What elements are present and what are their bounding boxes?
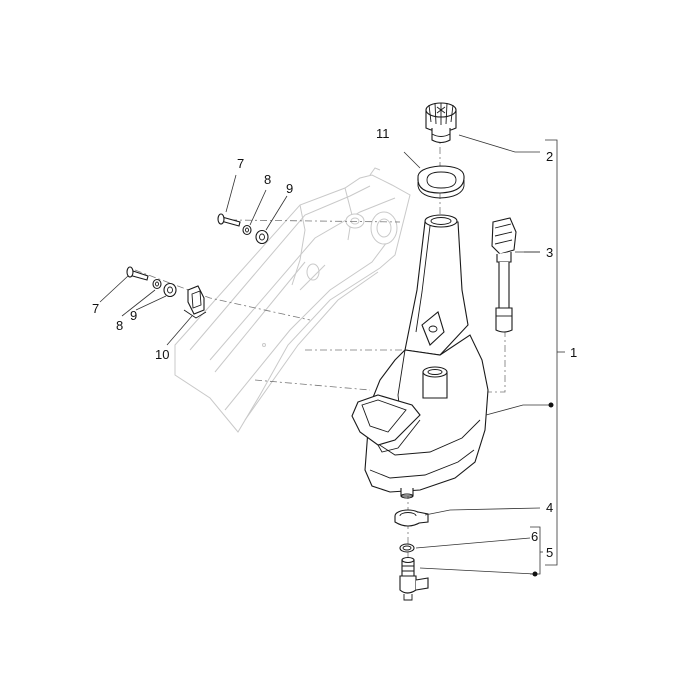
label-8-lower: 8 <box>116 318 123 333</box>
spacer-lower <box>163 282 177 298</box>
washer-upper <box>242 224 252 236</box>
label-5: 5 <box>546 545 553 560</box>
washer-lower <box>152 278 162 290</box>
label-10: 10 <box>155 347 169 362</box>
label-7-lower: 7 <box>92 301 99 316</box>
label-9-lower: 9 <box>130 308 137 323</box>
label-9-upper: 9 <box>286 181 293 196</box>
drain-tap <box>399 556 429 601</box>
label-1: 1 <box>570 345 577 360</box>
o-ring <box>399 543 415 553</box>
bullet-tank <box>548 402 554 408</box>
bolt-lower <box>126 266 149 281</box>
label-11: 11 <box>376 126 390 141</box>
label-8-upper: 8 <box>264 172 271 187</box>
clip-nut <box>183 285 207 319</box>
bullet-tap <box>532 571 538 577</box>
label-3: 3 <box>546 245 553 260</box>
hose-clamp <box>394 509 429 527</box>
frame-outline <box>174 167 411 433</box>
label-2: 2 <box>546 149 553 164</box>
level-sensor <box>491 217 517 333</box>
filler-cap <box>425 102 457 144</box>
label-4: 4 <box>546 500 553 515</box>
reservoir-tank <box>351 214 489 499</box>
label-6: 6 <box>531 529 538 544</box>
label-7-upper: 7 <box>237 156 244 171</box>
spacer-upper <box>255 229 269 245</box>
leader-lines <box>99 134 565 575</box>
seal-gasket <box>417 165 465 199</box>
callout-labels: 1 2 3 4 5 6 7 7 8 8 9 9 10 11 <box>92 126 577 560</box>
bolt-upper <box>217 213 241 227</box>
